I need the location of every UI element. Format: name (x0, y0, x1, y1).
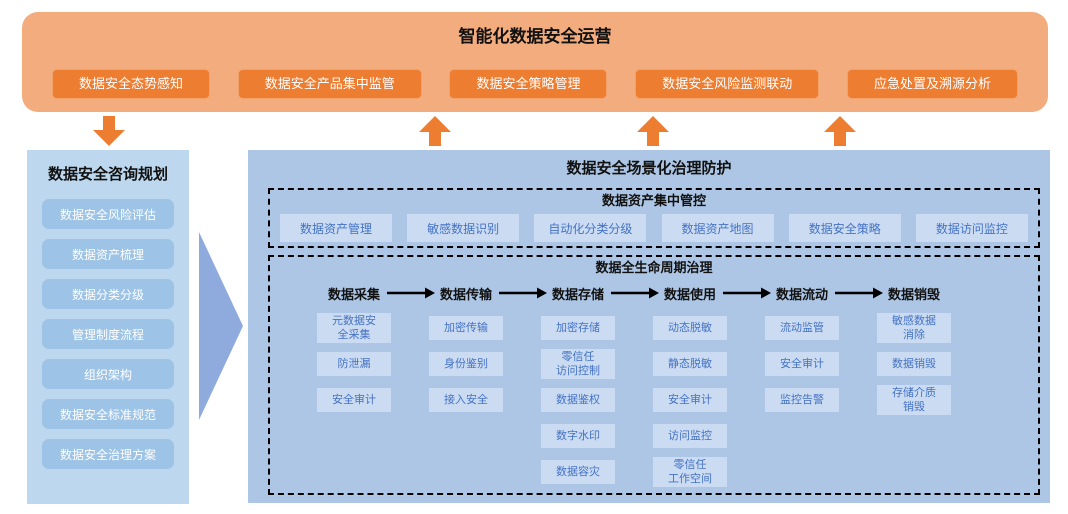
node-access-monitoring-usage: 访问监控 (653, 424, 727, 448)
node-data-destruction: 数据销毁 (877, 352, 951, 376)
node-security-posture-awareness: 数据安全态势感知 (52, 69, 211, 99)
stage-arrow-right-icon (835, 287, 883, 299)
node-governance-solution: 数据安全治理方案 (42, 439, 174, 469)
node-security-audit-usage: 安全审计 (653, 388, 727, 412)
column-data-transmission: 加密传输 身份鉴别 接入安全 (410, 310, 522, 418)
node-flow-supervision: 流动监管 (765, 316, 839, 340)
stage-label: 数据销毁 (887, 286, 940, 302)
consulting-item-list: 数据安全风险评估 数据资产梳理 数据分类分级 管理制度流程 组织架构 数据安全标… (27, 199, 189, 469)
right-chevron-arrow-icon (199, 232, 243, 420)
column-data-storage: 加密存储 零信任 访问控制 数据鉴权 数字水印 数据容灾 (522, 310, 634, 490)
asset-control-row: 数据资产管理 敏感数据识别 自动化分类分级 数据资产地图 数据安全策略 数据访问… (270, 214, 1038, 242)
node-security-audit-flow: 安全审计 (765, 352, 839, 376)
node-asset-sorting: 数据资产梳理 (42, 239, 174, 269)
node-leak-prevention: 防泄漏 (317, 352, 391, 376)
node-identity-authentication: 身份鉴别 (429, 352, 503, 376)
flow-arrow-up-icon (824, 116, 856, 146)
node-management-process: 管理制度流程 (42, 319, 174, 349)
stage-data-flow: 数据流动 (746, 282, 883, 304)
stage-data-transmission: 数据传输 (410, 282, 547, 304)
node-asset-map: 数据资产地图 (661, 214, 774, 242)
consulting-title: 数据安全咨询规划 (47, 166, 168, 183)
lifecycle-section: 数据全生命周期治理 数据采集 数据传输 数据存储 数据使用 (268, 255, 1040, 495)
flow-arrow-down-icon (93, 116, 125, 146)
node-data-authorization: 数据鉴权 (541, 388, 615, 412)
asset-control-title: 数据资产集中管控 (601, 193, 706, 208)
node-encrypted-storage: 加密存储 (541, 316, 615, 340)
stage-data-storage: 数据存储 (522, 282, 659, 304)
node-risk-assessment: 数据安全风险评估 (42, 199, 174, 229)
node-security-audit-collection: 安全审计 (317, 388, 391, 412)
node-security-standards: 数据安全标准规范 (42, 399, 174, 429)
stage-arrow-right-icon (723, 287, 771, 299)
column-data-usage: 动态脱敏 静态脱敏 安全审计 访问监控 零信任 工作空间 (634, 310, 746, 490)
node-security-policy-management: 数据安全策略管理 (449, 69, 608, 99)
lifecycle-title: 数据全生命周期治理 (595, 260, 713, 275)
intelligent-operations-panel: 智能化数据安全运营 数据安全态势感知 数据安全产品集中监管 数据安全策略管理 数… (22, 12, 1048, 112)
node-risk-monitoring-linkage: 数据安全风险监测联动 (635, 69, 820, 99)
stage-data-usage: 数据使用 (634, 282, 771, 304)
node-product-centralized-supervision: 数据安全产品集中监管 (237, 69, 422, 99)
node-monitoring-alert: 监控告警 (765, 388, 839, 412)
node-classification-grading: 数据分类分级 (42, 279, 174, 309)
stage-data-collection: 数据采集 (298, 282, 435, 304)
stage-label: 数据传输 (439, 286, 492, 302)
stage-label: 数据存储 (551, 286, 604, 302)
column-data-flow: 流动监管 安全审计 监控告警 (746, 310, 858, 418)
flow-arrow-up-icon (637, 116, 669, 146)
lifecycle-stage-row: 数据采集 数据传输 数据存储 数据使用 数据流动 (298, 282, 1038, 304)
consulting-planning-panel: 数据安全咨询规划 数据安全风险评估 数据资产梳理 数据分类分级 管理制度流程 组… (27, 150, 189, 504)
node-metadata-secure-collection: 元数据安 全采集 (317, 312, 391, 344)
column-data-collection: 元数据安 全采集 防泄漏 安全审计 (298, 310, 410, 418)
node-data-disaster-recovery: 数据容灾 (541, 460, 615, 484)
node-digital-watermark: 数字水印 (541, 424, 615, 448)
operations-button-row: 数据安全态势感知 数据安全产品集中监管 数据安全策略管理 数据安全风险监测联动 … (22, 69, 1048, 99)
node-zero-trust-access-control: 零信任 访问控制 (541, 348, 615, 380)
stage-label: 数据使用 (663, 286, 716, 302)
node-encrypted-transmission: 加密传输 (429, 316, 503, 340)
node-sensitive-data-elimination: 敏感数据 消除 (877, 312, 951, 344)
node-dynamic-masking: 动态脱敏 (653, 316, 727, 340)
stage-arrow-right-icon (499, 287, 547, 299)
node-access-security: 接入安全 (429, 388, 503, 412)
governance-title: 数据安全场景化治理防护 (566, 160, 732, 177)
stage-data-destruction: 数据销毁 (858, 282, 970, 304)
node-auto-classification: 自动化分类分级 (534, 214, 647, 242)
flow-arrow-up-icon (419, 116, 451, 146)
stage-label: 数据流动 (775, 286, 828, 302)
node-storage-media-destruction: 存储介质 销毁 (877, 384, 951, 416)
lifecycle-columns: 元数据安 全采集 防泄漏 安全审计 加密传输 身份鉴别 接入安全 加密存储 零信… (298, 310, 1038, 490)
node-organization-structure: 组织架构 (42, 359, 174, 389)
asset-control-section: 数据资产集中管控 数据资产管理 敏感数据识别 自动化分类分级 数据资产地图 数据… (268, 188, 1040, 248)
node-access-monitoring: 数据访问监控 (915, 214, 1028, 242)
node-asset-management: 数据资产管理 (280, 214, 392, 242)
node-emergency-traceability-analysis: 应急处置及溯源分析 (846, 69, 1018, 99)
column-data-destruction: 敏感数据 消除 数据销毁 存储介质 销毁 (858, 310, 970, 418)
stage-arrow-right-icon (387, 287, 435, 299)
node-static-masking: 静态脱敏 (653, 352, 727, 376)
operations-title: 智能化数据安全运营 (458, 27, 612, 46)
node-security-policy: 数据安全策略 (788, 214, 901, 242)
node-sensitive-data-identification: 敏感数据识别 (407, 214, 520, 242)
stage-label: 数据采集 (327, 286, 380, 302)
node-zero-trust-workspace: 零信任 工作空间 (653, 456, 727, 488)
scenario-governance-panel: 数据安全场景化治理防护 数据资产集中管控 数据资产管理 敏感数据识别 自动化分类… (248, 150, 1050, 503)
stage-arrow-right-icon (611, 287, 659, 299)
